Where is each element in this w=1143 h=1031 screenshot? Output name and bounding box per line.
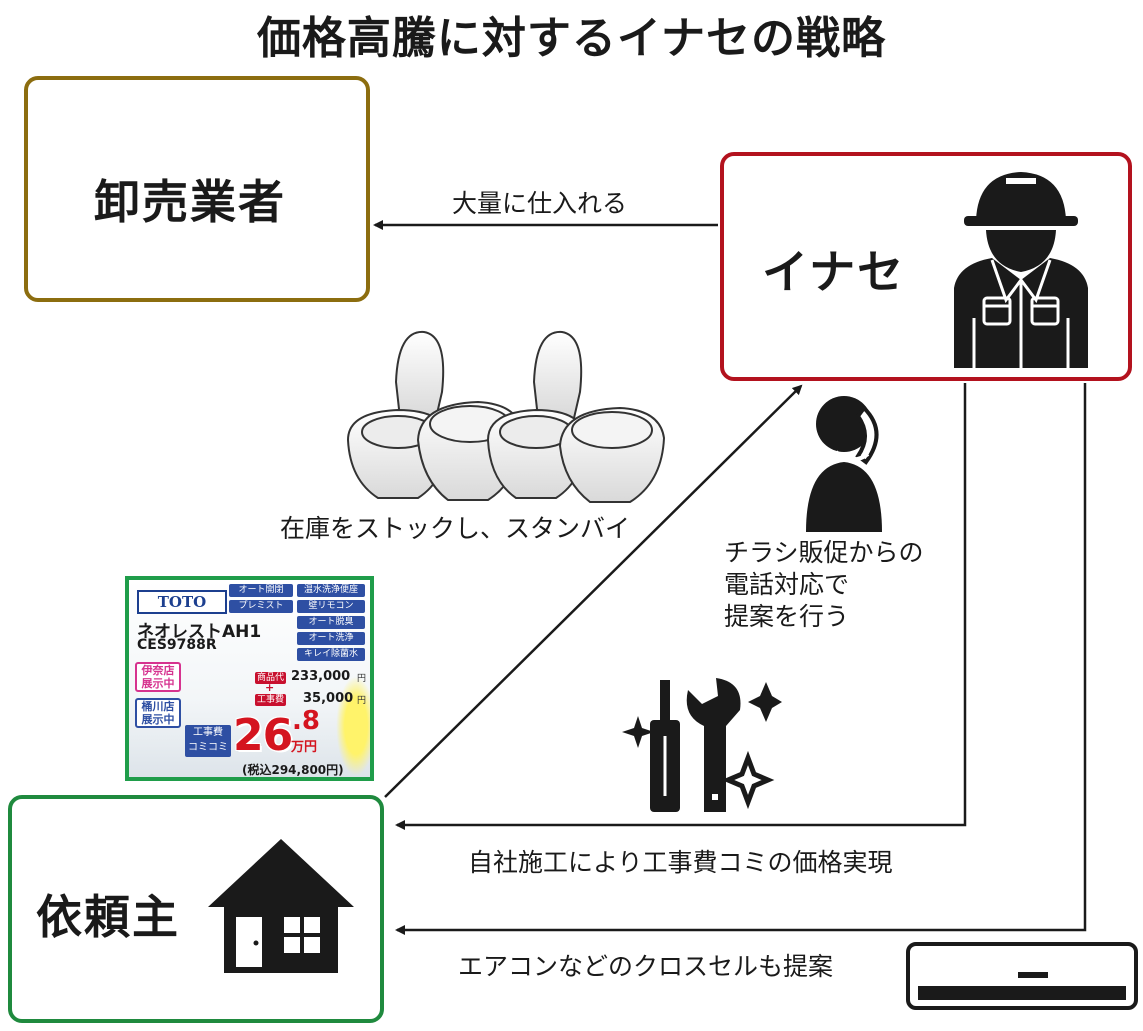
- flyer-tax-note: (税込294,800円): [242, 763, 344, 777]
- edge-label-own-construction: 自社施工により工事費コミの価格実現: [468, 848, 893, 877]
- edge-label-bulk-purchase: 大量に仕入れる: [452, 189, 628, 218]
- flyer-product-price-label: 商品代: [255, 672, 287, 684]
- wholesaler-label: 卸売業者: [94, 175, 286, 229]
- page-title: 価格高騰に対するイナセの戦略: [256, 13, 887, 64]
- edge-label-cross-sell: エアコンなどのクロスセルも提案: [458, 952, 834, 981]
- flyer-big-price-decimal: .8: [292, 706, 320, 736]
- house-icon: [208, 839, 354, 973]
- flyer-product-price: 233,000: [291, 669, 351, 684]
- phone-person-icon: [806, 396, 882, 532]
- arrow-own-construction: [395, 383, 967, 830]
- phone-note-line-2: 電話対応で: [724, 570, 850, 599]
- flyer-work-price: 35,000: [303, 691, 354, 706]
- phone-note: チラシ販促からの 電話対応で 提案を行う: [724, 537, 924, 633]
- flyer-tag: 壁リモコン: [297, 600, 365, 613]
- flyer-tag: プレミスト: [229, 600, 293, 613]
- client-label: 依頼主: [36, 890, 180, 944]
- arrow-cross-sell: [395, 383, 1087, 935]
- tools-icon: [622, 678, 782, 812]
- flyer-big-price-unit: 万円: [291, 740, 318, 755]
- wholesaler-box: 卸売業者: [24, 76, 370, 302]
- flyer-work-price-label: 工事費: [255, 694, 287, 706]
- flyer-plus: +: [265, 681, 275, 694]
- flyer-yen: 円: [357, 696, 367, 706]
- flyer-tag: オート脱臭: [297, 616, 365, 629]
- toilet-icon: [346, 330, 666, 503]
- flyer-big-price: 26: [233, 710, 293, 761]
- arrow-client-to-inase: [384, 384, 803, 798]
- flyer-store-1: 伊奈店 展示中: [135, 662, 181, 692]
- flyer-tag: 温水洗浄便座: [297, 584, 365, 597]
- flyer-product-name: ネオレストAH1: [137, 622, 262, 642]
- flyer-store-2: 桶川店 展示中: [135, 698, 181, 728]
- stock-note: 在庫をストックし、スタンバイ: [280, 514, 631, 543]
- product-flyer: TOTO オート開閉 温水洗浄便座 プレミスト 壁リモコン オート脱臭 オート洗…: [125, 576, 374, 781]
- flyer-tag: キレイ除菌水: [297, 648, 365, 661]
- worker-icon: [954, 172, 1088, 368]
- flyer-highlight: [336, 676, 370, 776]
- flyer-tag: オート開閉: [229, 584, 293, 597]
- client-box: 依頼主: [8, 795, 384, 1023]
- flyer-model: CES9788R: [137, 637, 217, 653]
- flyer-yen: 円: [357, 674, 367, 684]
- flyer-tag: オート洗浄: [297, 632, 365, 645]
- inase-label: イナセ: [762, 245, 906, 299]
- phone-note-line-1: チラシ販促からの: [724, 538, 924, 567]
- flyer-cost-label: 工事費 コミコミ: [185, 725, 231, 757]
- inase-box: イナセ: [720, 152, 1132, 381]
- phone-note-line-3: 提案を行う: [724, 602, 850, 631]
- air-conditioner-icon: [906, 942, 1138, 1010]
- flyer-brand: TOTO: [137, 590, 227, 614]
